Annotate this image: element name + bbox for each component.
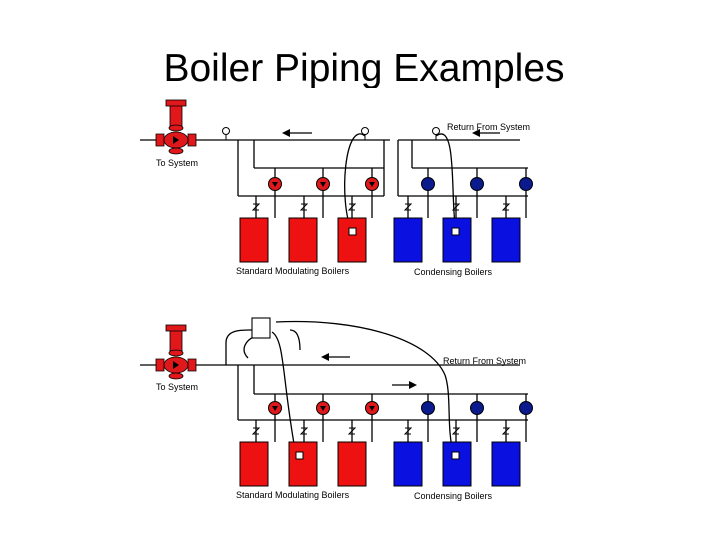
- diagram-bottom: To System Return From System Standard Mo…: [140, 317, 533, 501]
- temperature-sensor-icon: [432, 127, 440, 141]
- boiler-pump-icon: [421, 401, 435, 415]
- standard-boilers-label: Standard Modulating Boilers: [236, 490, 350, 500]
- boiler-controller-icon: [451, 227, 460, 236]
- condensing-boiler: [393, 217, 423, 263]
- boiler-pump-icon: [316, 401, 330, 415]
- boiler-pump-icon: [268, 177, 282, 191]
- boiler-pump-icon: [421, 177, 435, 191]
- condensing-boiler: [491, 217, 521, 263]
- sequencer-controller: [251, 317, 271, 339]
- standard-boiler: [239, 441, 269, 487]
- boiler-pump-icon: [316, 177, 330, 191]
- system-pump-icon: [155, 99, 197, 155]
- boiler-pump-icon: [268, 401, 282, 415]
- boiler-pump-icon: [519, 177, 533, 191]
- boiler-pump-icon: [365, 177, 379, 191]
- standard-boiler: [337, 441, 367, 487]
- temperature-sensor-icon: [361, 127, 369, 141]
- system-pump-icon: [155, 324, 197, 380]
- return-from-system-label: Return From System: [447, 122, 530, 132]
- pipework-bottom: [140, 320, 528, 456]
- condensing-boilers-label: Condensing Boilers: [414, 267, 493, 277]
- flow-arrow-top-return: [472, 129, 500, 137]
- standard-boiler: [288, 441, 318, 487]
- boiler-pump-icon: [519, 401, 533, 415]
- condensing-boiler: [442, 441, 472, 487]
- boiler-pump-icon: [470, 177, 484, 191]
- return-from-system-label: Return From System: [443, 356, 526, 366]
- pipework-top: [140, 133, 528, 233]
- boiler-controller-icon: [295, 451, 304, 460]
- slide-title: Boiler Piping Examples: [163, 47, 565, 88]
- boiler-pump-icon: [365, 401, 379, 415]
- condensing-boiler: [442, 217, 472, 263]
- condensing-boiler: [393, 441, 423, 487]
- to-system-label: To System: [156, 382, 198, 392]
- temperature-sensor-icon: [222, 127, 230, 141]
- condensing-boiler: [491, 441, 521, 487]
- condensing-boilers-label: Condensing Boilers: [414, 491, 493, 501]
- to-system-label: To System: [156, 158, 198, 168]
- standard-boiler: [288, 217, 318, 263]
- standard-boiler: [337, 217, 367, 263]
- boiler-pump-icon: [470, 401, 484, 415]
- flow-arrow-top-supply: [282, 129, 312, 137]
- boiler-controller-icon: [348, 227, 357, 236]
- standard-boilers-label: Standard Modulating Boilers: [236, 266, 350, 276]
- standard-boiler: [239, 217, 269, 263]
- flow-arrow-bottom-return: [392, 381, 417, 389]
- boiler-controller-icon: [451, 451, 460, 460]
- flow-arrow-bottom-supply: [321, 353, 350, 361]
- diagram-top: To System Return From System Standard Mo…: [140, 99, 533, 277]
